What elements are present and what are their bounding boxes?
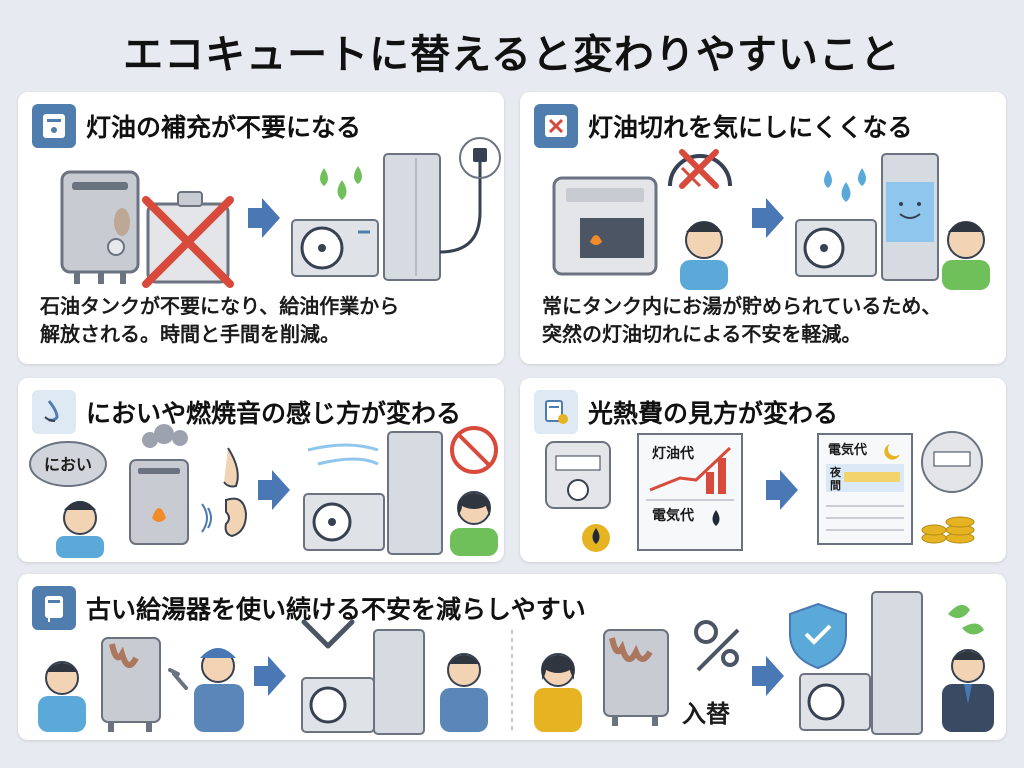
speech-bubble-text: におい (44, 455, 92, 474)
electric-cost-label: 電気代 (652, 507, 694, 524)
arrow-right-icon (766, 470, 798, 510)
card-smell-noise: においや燃焼音の感じ方が変わる におい (18, 378, 504, 562)
wind-icon (307, 443, 379, 466)
coins-icon (921, 516, 975, 544)
nose-icon (32, 390, 76, 434)
shield-check-icon (789, 602, 847, 670)
card-title: 古い給湯器を使い続ける不安を減らしやすい (86, 595, 586, 624)
bill-coins-icon (534, 390, 578, 434)
card-illustration (60, 137, 501, 288)
water-drops-icon (824, 168, 866, 202)
kerosene-tank-crossed-icon (142, 191, 234, 288)
card-title: 灯油の補充が不要になる (86, 113, 362, 142)
anxious-person-icon (534, 653, 582, 732)
relieved-person-icon (942, 221, 990, 290)
rusty-water-heater-icon (603, 629, 669, 726)
no-noise-icon (450, 426, 498, 474)
card-no-runout: 灯油切れを気にしにくくなる (520, 92, 1006, 364)
water-heater-icon (32, 104, 76, 148)
svg-text:夜: 夜 (829, 465, 842, 479)
storage-tank-icon (871, 591, 923, 735)
heat-pump-unit-icon (291, 219, 379, 277)
happy-tank-icon (881, 153, 939, 281)
leaf-icon (948, 604, 984, 635)
heat-pump-unit-icon (303, 493, 385, 551)
card-title: においや燃焼音の感じ方が変わる (86, 399, 462, 428)
power-plug-icon (439, 137, 501, 254)
worried-person-icon (680, 221, 728, 290)
fuel-gauge-icon (668, 149, 732, 189)
card-title: 光熱費の見方が変わる (588, 399, 839, 428)
replace-label: 入替 (682, 700, 730, 728)
cost-document-icon: 灯油代 電気代 (637, 433, 743, 551)
bill-title: 電気代 (828, 442, 867, 458)
rusty-water-heater-icon (101, 637, 161, 732)
old-water-heater-icon (60, 170, 140, 284)
svg-text:間: 間 (830, 479, 841, 492)
heat-pump-unit-icon (301, 677, 375, 733)
electric-meter-icon (921, 431, 983, 493)
page-title: エコキュートに替えると変わりやすいこと (123, 32, 901, 78)
storage-tank-icon (387, 431, 443, 555)
calm-person-icon (450, 491, 498, 556)
smoke-icon (142, 424, 188, 448)
card-no-refill: 灯油の補充が不要になる (18, 92, 504, 364)
heat-pump-unit-icon (795, 219, 877, 277)
empty-tank-icon (534, 104, 578, 148)
arrow-right-icon (752, 656, 784, 696)
technician-icon (168, 648, 244, 732)
electric-bill-icon: 電気代 夜 間 (817, 433, 913, 545)
card-title: 灯油切れを気にしにくくなる (588, 113, 913, 142)
gas-meter-icon (545, 441, 611, 509)
card-description: 常にタンク内にお湯が貯められているため、 突然の灯油切れによる不安を軽減。 (542, 294, 942, 346)
sound-waves-icon (201, 503, 212, 533)
nose-icon (223, 447, 239, 488)
arrow-right-icon (254, 656, 286, 696)
card-illustration: 入替 (38, 591, 994, 735)
storage-tank-icon (383, 153, 441, 281)
card-replace-old-heater: 古い給湯器を使い続ける不安を減らしやすい (18, 574, 1006, 740)
card-illustration: におい (29, 424, 498, 558)
heat-pump-unit-icon (799, 673, 871, 731)
worried-person-icon (56, 501, 104, 558)
speech-bubble: におい (29, 441, 107, 487)
gear-wrench-icon (694, 620, 740, 672)
card-illustration (552, 149, 990, 290)
water-heater-icon (32, 586, 76, 630)
card-description: 石油タンクが不要になり、給油作業から 解放される。時間と手間を削減。 (40, 294, 400, 346)
satisfied-person-icon (440, 653, 488, 732)
card-energy-cost: 光熱費の見方が変わる 灯油代 電気代 電気代 夜 間 (520, 378, 1006, 562)
arrow-right-icon (248, 198, 280, 238)
kerosene-heater-icon (552, 176, 658, 276)
businessman-icon (942, 649, 994, 732)
arrow-right-icon (258, 470, 290, 510)
oil-drop-icon (582, 524, 610, 552)
arrow-right-icon (752, 198, 784, 238)
gas-water-heater-icon (129, 459, 189, 545)
worried-person-icon (38, 661, 86, 732)
kerosene-cost-label: 灯油代 (652, 445, 694, 462)
ear-icon (224, 497, 248, 538)
water-drops-icon (320, 166, 362, 200)
tools-icon (301, 619, 355, 649)
storage-tank-icon (373, 629, 425, 735)
card-illustration: 灯油代 電気代 電気代 夜 間 (545, 431, 983, 552)
